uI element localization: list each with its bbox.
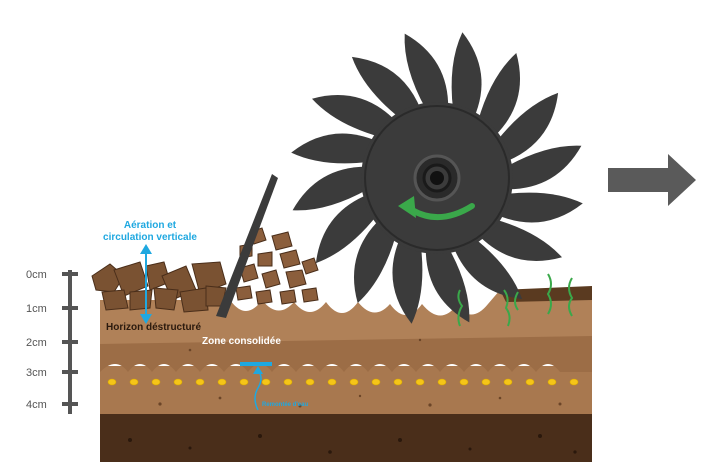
water-rise-arrowhead <box>253 366 263 374</box>
scale-tick-0: 0cm <box>26 269 47 281</box>
wheel-spike <box>496 192 583 223</box>
aeration-arrowhead-up <box>140 244 152 254</box>
water-barrier <box>240 362 272 366</box>
wheel-spike <box>353 219 396 303</box>
wheel-spike <box>496 92 559 162</box>
aeration-label-line2: circulation verticale <box>103 232 197 243</box>
wheel-spike <box>351 56 421 119</box>
wheel-spike <box>425 247 470 323</box>
tine-arm <box>216 174 278 318</box>
scale-tick-3: 3cm <box>26 367 47 379</box>
wheel-spike <box>312 94 396 137</box>
wheel-spike <box>478 219 562 262</box>
aeration-label-line1: Aération et <box>124 220 177 231</box>
aeration-arrowhead-down <box>140 314 152 324</box>
wheel-spike <box>404 33 449 109</box>
horizon-label: Horizon déstructuré <box>106 322 201 333</box>
water-label: Remontée d'eau <box>262 402 308 408</box>
wheel-spike <box>453 237 523 300</box>
soil-specks <box>158 338 562 408</box>
wheel-spike <box>451 32 482 119</box>
travel-direction-arrow-icon <box>608 154 696 206</box>
water-rise-line <box>254 369 262 411</box>
wheel-spike <box>292 166 368 211</box>
soil-clods-left <box>91 261 227 313</box>
scale-tick-4: 4cm <box>26 399 47 411</box>
rotation-arrow-icon <box>409 203 475 221</box>
zone-label: Zone consolidée <box>202 336 281 347</box>
wheel-spike <box>506 145 582 190</box>
scale-tick-2: 2cm <box>26 337 47 349</box>
wheel-spike <box>392 237 423 324</box>
wheel-spike <box>315 194 378 264</box>
scale-tick-1: 1cm <box>26 303 47 315</box>
wheel-spike <box>291 133 378 164</box>
depth-scale <box>62 270 78 414</box>
wheel-spike <box>478 53 521 137</box>
seed-row <box>107 378 579 386</box>
seed-layer <box>100 366 592 414</box>
rotation-arrowhead <box>398 196 416 218</box>
soil-clods-middle <box>235 227 319 305</box>
spiked-press-wheel-icon <box>291 32 583 324</box>
deep-soil-layer <box>100 412 592 462</box>
deep-soil-specks <box>128 434 577 454</box>
seedlings <box>457 273 574 327</box>
